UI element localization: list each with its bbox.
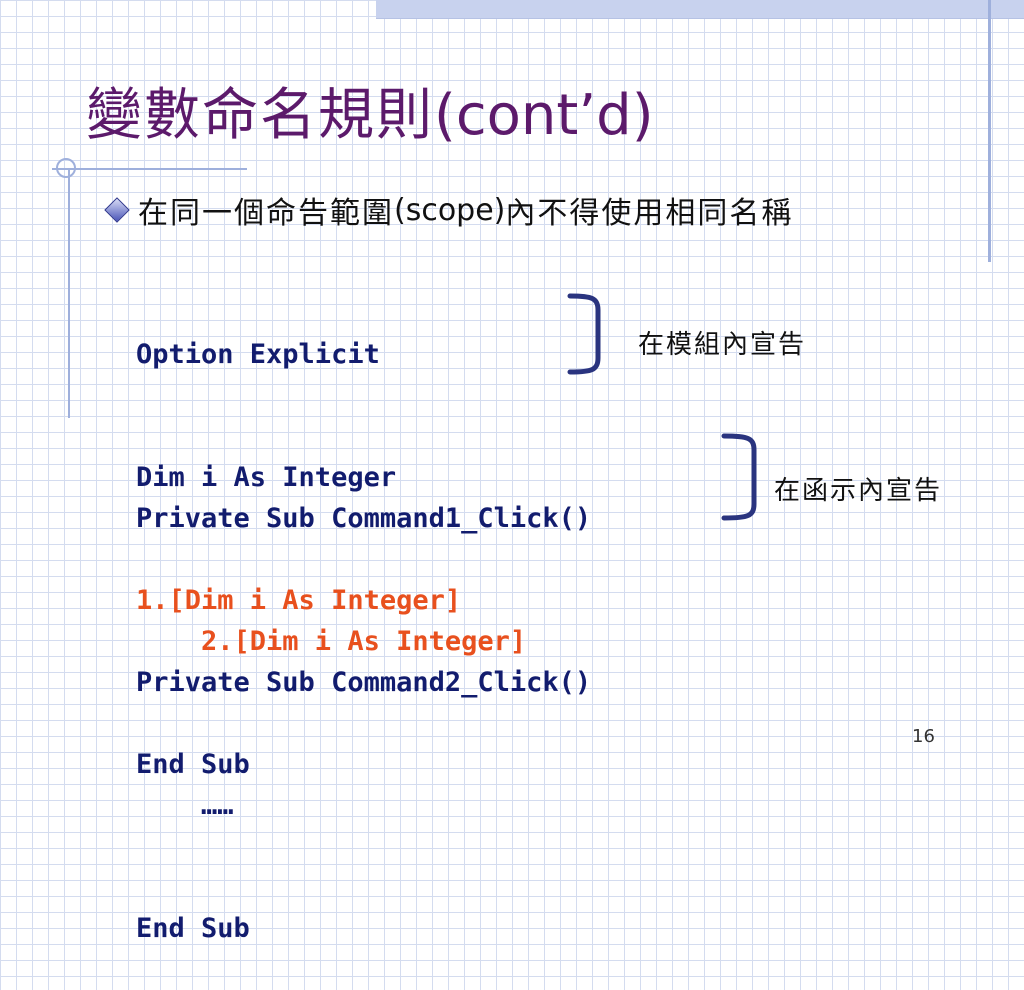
slide-title: 變數命名規則(cont’d) [86,88,654,144]
right-vertical-rule [988,0,991,262]
code-line: End Sub [136,913,250,944]
code-line: Private Sub Command2_Click() [136,667,592,698]
bullet-text-scope: (scope) [394,192,506,228]
bullet-text-pre: 在同一個命告範圍 [138,196,394,231]
slide-title-cjk: 變數命名規則 [86,83,434,148]
annotation-function: 在函示內宣告 [774,476,943,506]
title-underline-rule [52,168,247,170]
code-line-highlighted: 2.[Dim i As Integer] [136,626,527,657]
code-line: Option Explicit [136,339,380,370]
function-brace-icon [721,433,757,521]
left-vertical-rule [68,168,70,418]
bullet-text-post: 內不得使用相同名稱 [505,196,794,231]
code-block-command1: Private Sub Command1_Click() 2.[Dim i As… [136,416,591,826]
code-block-module: Option Explicit Dim i As Integer 1.[Dim … [136,252,461,662]
annotation-module: 在模組內宣告 [638,330,807,360]
bullet-item: 在同一個命告範圍(scope)內不得使用相同名稱 [104,188,794,232]
diamond-bullet-icon [104,197,130,223]
code-block-command2: Private Sub Command2_Click() …… End Sub [136,580,591,990]
corner-ring-decoration [56,158,76,178]
code-line: Dim i As Integer [136,462,397,493]
page-number: 16 [912,726,935,747]
module-brace-icon [567,293,601,375]
slide-title-latin: (cont’d) [434,83,654,148]
code-line: Private Sub Command1_Click() [136,503,592,534]
top-decoration-band [376,0,1024,19]
code-line-highlighted: 1.[Dim i As Integer] [136,585,462,616]
code-line: …… [136,790,234,821]
